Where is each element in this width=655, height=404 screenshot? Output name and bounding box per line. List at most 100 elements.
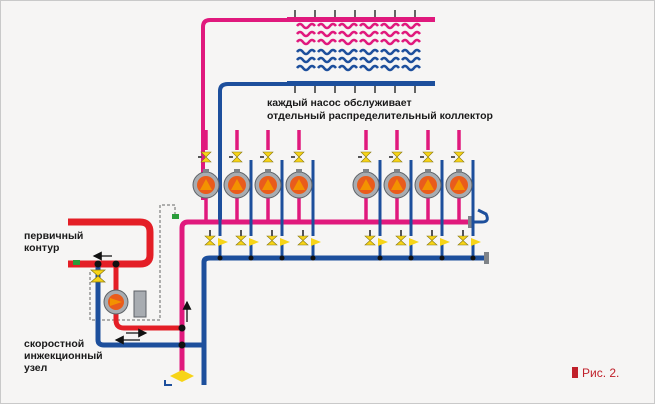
ball-valve-icon bbox=[293, 151, 305, 163]
return-valve-icon bbox=[378, 238, 388, 246]
radiant-coil-loop bbox=[359, 64, 379, 72]
radiant-coil-loop bbox=[338, 48, 358, 56]
ball-valve-icon bbox=[204, 235, 216, 246]
radiant-coil-loop bbox=[401, 48, 421, 56]
ball-valve-icon bbox=[391, 151, 403, 163]
return-valve-icon bbox=[311, 238, 321, 246]
radiant-coil-loop bbox=[380, 38, 400, 46]
pump-branches bbox=[192, 130, 481, 261]
pump-branch bbox=[445, 130, 481, 261]
control-signal-line bbox=[89, 204, 176, 321]
radiant-coil-loop bbox=[338, 22, 358, 30]
radiant-coil-collector bbox=[287, 10, 435, 93]
pump-branch bbox=[383, 130, 419, 261]
return-valve-icon bbox=[218, 238, 228, 246]
radiant-coil-loop bbox=[380, 56, 400, 64]
ball-valve-icon bbox=[360, 151, 372, 163]
sensor-marker-header bbox=[172, 214, 179, 219]
radiant-coil-loop bbox=[401, 38, 421, 46]
radiant-coil-loop bbox=[296, 22, 316, 30]
junction-dot bbox=[470, 255, 476, 261]
radiant-coil-loop bbox=[359, 22, 379, 30]
radiant-coil-loop bbox=[296, 64, 316, 72]
injection-valve-icon bbox=[90, 269, 106, 283]
header-tail-loop bbox=[472, 208, 489, 224]
radiant-coil-loop bbox=[296, 38, 316, 46]
pump-branch bbox=[254, 130, 290, 261]
radiant-coil-loop bbox=[317, 56, 337, 64]
ball-valve-icon bbox=[231, 151, 243, 163]
ball-valve-icon bbox=[364, 235, 376, 246]
junction-dot bbox=[248, 255, 254, 261]
radiant-coil-loop bbox=[296, 56, 316, 64]
drain-valve-icon bbox=[164, 370, 194, 386]
ball-valve-icon bbox=[266, 235, 278, 246]
caption-marker-icon bbox=[572, 367, 578, 378]
radiant-coil-loop bbox=[317, 48, 337, 56]
injection-node-label-2: инжекционный bbox=[24, 350, 103, 362]
pump-branch bbox=[223, 130, 259, 261]
ball-valve-icon bbox=[235, 235, 247, 246]
return-valve-icon bbox=[440, 238, 450, 246]
radiant-coil-loop bbox=[359, 38, 379, 46]
return-header-cap bbox=[484, 252, 489, 264]
injection-pump-icon bbox=[103, 289, 129, 315]
pump-flange bbox=[234, 169, 240, 173]
pump-direction-icon bbox=[422, 179, 434, 190]
ball-valve-icon bbox=[422, 151, 434, 163]
injection-node-label-1: скоростной bbox=[24, 338, 85, 350]
injection-node bbox=[89, 204, 204, 386]
radiant-coil-loop bbox=[296, 30, 316, 38]
return-valve-icon bbox=[280, 238, 290, 246]
return-riser-pipe bbox=[218, 82, 290, 222]
coil-supply-manifold bbox=[287, 17, 435, 22]
primary-circuit-label-1: первичный bbox=[24, 230, 84, 242]
junction-dot bbox=[408, 255, 414, 261]
injection-node-label-3: узел bbox=[24, 362, 48, 374]
radiant-coil-loop bbox=[401, 22, 421, 30]
pipe-network bbox=[179, 18, 489, 385]
ball-valve-icon bbox=[395, 235, 407, 246]
return-valve-icon bbox=[471, 238, 481, 246]
radiant-coil-loop bbox=[338, 64, 358, 72]
pump-direction-icon bbox=[262, 179, 274, 190]
radiant-coil-loop bbox=[401, 56, 421, 64]
return-valve-icon bbox=[249, 238, 259, 246]
ball-valve-icon bbox=[453, 151, 465, 163]
pump-flange bbox=[394, 169, 400, 173]
ball-valve-icon bbox=[297, 235, 309, 246]
junction-dot bbox=[439, 255, 445, 261]
primary-circuit bbox=[68, 218, 154, 268]
radiant-coil-loop bbox=[401, 64, 421, 72]
pump-flange bbox=[456, 169, 462, 173]
sensor-marker bbox=[73, 260, 80, 265]
radiant-coil-loop bbox=[317, 64, 337, 72]
radiant-coil-loop bbox=[338, 30, 358, 38]
pump-flange bbox=[265, 169, 271, 173]
radiant-coil-loop bbox=[359, 30, 379, 38]
pump-direction-icon bbox=[231, 179, 243, 190]
pump-branch bbox=[285, 130, 321, 261]
pump-direction-icon bbox=[453, 179, 465, 190]
radiant-coil-loop bbox=[359, 48, 379, 56]
radiant-coil-loop bbox=[338, 56, 358, 64]
pump-direction-icon bbox=[360, 179, 372, 190]
pump-flange bbox=[425, 169, 431, 173]
primary-circuit-label-2: контур bbox=[24, 242, 60, 254]
pump-branch bbox=[414, 130, 450, 261]
pump-flange bbox=[203, 169, 209, 173]
pump-direction-icon bbox=[391, 179, 403, 190]
figure-caption-text: Рис. 2. bbox=[582, 366, 620, 380]
injection-return-pipe bbox=[95, 264, 204, 348]
ball-valve-icon bbox=[457, 235, 469, 246]
return-header-pipe bbox=[201, 255, 488, 385]
collector-note-line-2: отдельный распределительный коллектор bbox=[267, 110, 493, 122]
ball-valve-icon bbox=[262, 151, 274, 163]
coil-return-manifold bbox=[287, 81, 435, 86]
radiant-coil-loop bbox=[317, 38, 337, 46]
supply-header-cap bbox=[468, 216, 473, 228]
radiant-coil-loop bbox=[296, 48, 316, 56]
ball-valve-icon bbox=[200, 151, 212, 163]
pump-direction-icon bbox=[293, 179, 305, 190]
